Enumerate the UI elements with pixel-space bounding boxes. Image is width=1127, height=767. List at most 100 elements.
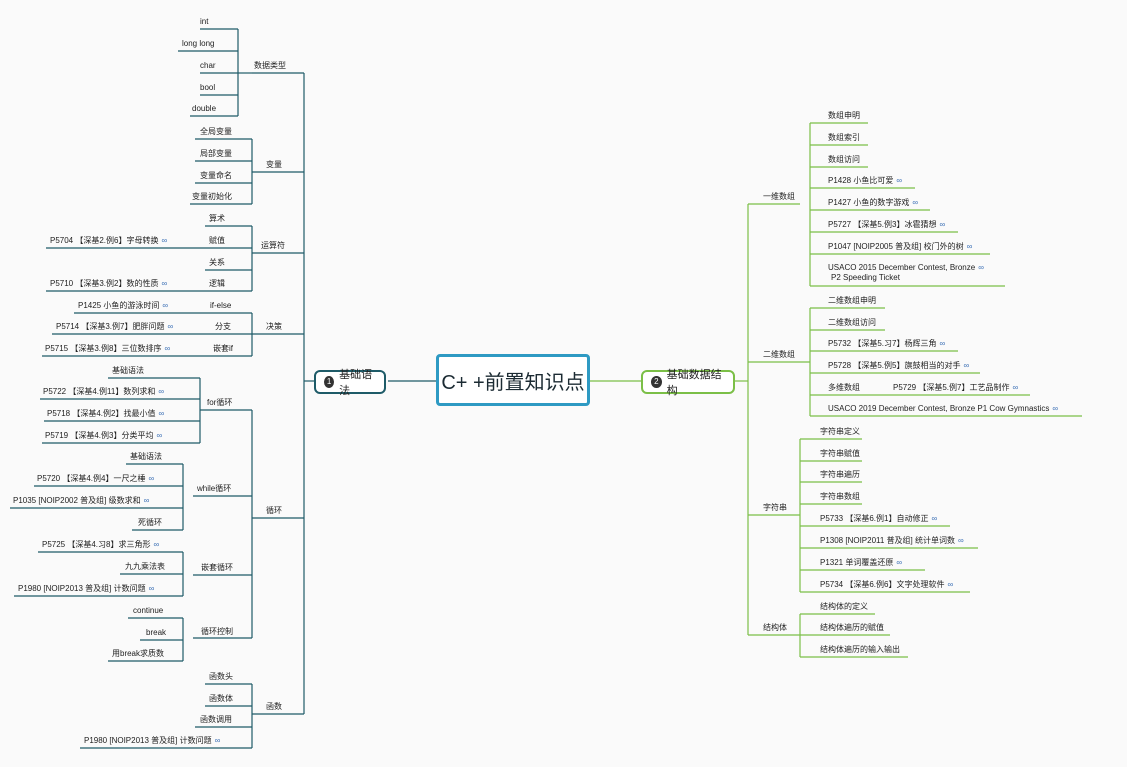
problem-link[interactable]: P5704 【深基2.例6】字母转换∞ [50,236,167,246]
problem-link[interactable]: P1428 小鱼比可爱∞ [828,176,902,186]
subtopic-array-index[interactable]: 数组索引 [828,133,860,142]
subtopic-nested-loop[interactable]: 嵌套循环 [201,563,233,572]
subtopic-bool[interactable]: bool [200,83,216,92]
subtopic-nested-if[interactable]: 嵌套if [213,344,233,353]
topic-1d-array[interactable]: 一维数组 [763,192,795,201]
subtopic-var-naming[interactable]: 变量命名 [200,171,232,180]
link-icon[interactable]: ∞ [161,279,168,288]
link-icon[interactable]: ∞ [167,322,174,331]
main-topic-data-structures[interactable]: 2 基础数据结构 [641,369,735,397]
subtopic-func-header[interactable]: 函数头 [209,672,233,681]
subtopic-double[interactable]: double [192,104,217,113]
problem-link[interactable]: P5727 【深基5.例3】冰雹猜想∞ [828,220,945,230]
link-icon[interactable]: ∞ [153,540,160,549]
subtopic-2d-declare[interactable]: 二维数组申明 [828,296,876,305]
problem-link[interactable]: P5719 【深基4.例3】分类平均∞ [45,431,162,441]
subtopic-multidim-array[interactable]: 多维数组 [828,383,860,392]
subtopic-struct-define[interactable]: 结构体的定义 [820,602,868,611]
link-icon[interactable]: ∞ [214,736,221,745]
link-icon[interactable]: ∞ [158,387,165,396]
link-icon[interactable]: ∞ [161,236,168,245]
subtopic-while-loop[interactable]: while循环 [197,484,232,493]
item-break[interactable]: break [146,628,167,637]
problem-link[interactable]: P5734 【深基6.例6】文字处理软件∞ [820,580,953,590]
problem-link[interactable]: P5728 【深基5.例5】旗鼓相当的对手∞ [828,361,969,371]
topic-2d-array[interactable]: 二维数组 [763,350,795,359]
problem-link[interactable]: P5722 【深基4.例11】数列求和∞ [43,387,164,397]
link-icon[interactable]: ∞ [931,514,938,523]
item-infinite-loop[interactable]: 死循环 [138,518,162,527]
problem-link[interactable]: P1980 [NOIP2013 普及组] 计数问题∞ [18,584,154,594]
problem-link[interactable]: P5725 【深基4.习8】求三角形∞ [42,540,159,550]
subtopic-char[interactable]: char [200,61,216,70]
link-icon[interactable]: ∞ [1012,383,1019,392]
item-break-primes[interactable]: 用break求质数 [112,649,165,658]
subtopic-string-define[interactable]: 字符串定义 [820,427,860,436]
subtopic-var-init[interactable]: 变量初始化 [192,192,232,201]
item-multiplication-table[interactable]: 九九乘法表 [125,562,165,571]
link-icon[interactable]: ∞ [912,198,919,207]
topic-decision[interactable]: 决策 [266,322,282,331]
link-icon[interactable]: ∞ [162,301,169,310]
subtopic-func-body[interactable]: 函数体 [209,694,233,703]
link-icon[interactable]: ∞ [896,558,903,567]
subtopic-local-var[interactable]: 局部变量 [200,149,232,158]
subtopic-assignment[interactable]: 赋值 [209,236,225,245]
problem-link[interactable]: USACO 2015 December Contest, Bronze∞ [828,263,984,273]
problem-link[interactable]: P5729 【深基5.例7】工艺品制作∞ [893,383,1018,393]
link-icon[interactable]: ∞ [947,580,954,589]
link-icon[interactable]: ∞ [958,536,964,545]
subtopic-if-else[interactable]: if-else [210,301,232,310]
link-icon[interactable]: ∞ [963,361,970,370]
link-icon[interactable]: ∞ [939,220,946,229]
problem-link[interactable]: P5733 【深基6.例1】自动修正∞ [820,514,937,524]
link-icon[interactable]: ∞ [978,263,984,272]
subtopic-relational[interactable]: 关系 [209,258,225,267]
link-icon[interactable]: ∞ [896,176,903,185]
item-continue[interactable]: continue [133,606,164,615]
subtopic-for-loop[interactable]: for循环 [207,398,233,407]
subtopic-long-long[interactable]: long long [182,39,215,48]
subtopic-switch[interactable]: 分支 [215,322,231,331]
subtopic-array-declare[interactable]: 数组申明 [828,111,860,120]
link-icon[interactable]: ∞ [939,339,946,348]
central-topic[interactable]: C+ +前置知识点 [436,354,590,406]
topic-functions[interactable]: 函数 [266,702,282,711]
link-icon[interactable]: ∞ [148,474,155,483]
problem-link[interactable]: P1980 [NOIP2013 普及组] 计数问题∞ [84,736,220,746]
link-icon[interactable]: ∞ [164,344,171,353]
topic-operators[interactable]: 运算符 [261,241,285,250]
problem-link[interactable]: P1047 [NOIP2005 普及组] 校门外的树∞ [828,242,972,252]
topic-loops[interactable]: 循环 [266,506,282,515]
problem-link[interactable]: P1035 [NOIP2002 普及组] 级数求和∞ [13,496,149,506]
subtopic-string-traverse[interactable]: 字符串遍历 [820,470,860,479]
subtopic-loop-control[interactable]: 循环控制 [201,627,233,636]
item-basic-syntax[interactable]: 基础语法 [112,366,144,375]
subtopic-2d-access[interactable]: 二维数组访问 [828,318,876,327]
subtopic-int[interactable]: int [200,17,209,26]
problem-link[interactable]: P5714 【深基3.例7】肥胖问题∞ [56,322,173,332]
problem-link[interactable]: P5710 【深基3.例2】数的性质∞ [50,279,167,289]
topic-string[interactable]: 字符串 [763,503,787,512]
problem-link[interactable]: P5732 【深基5.习7】杨辉三角∞ [828,339,945,349]
link-icon[interactable]: ∞ [966,242,973,251]
subtopic-arithmetic[interactable]: 算术 [209,214,225,223]
item-basic-syntax[interactable]: 基础语法 [130,452,162,461]
link-icon[interactable]: ∞ [1052,404,1059,413]
subtopic-struct-io[interactable]: 结构体遍历的输入输出 [820,645,900,654]
problem-link[interactable]: USACO 2019 December Contest, Bronze P1 C… [828,404,1058,414]
problem-link[interactable]: P5720 【深基4.例4】一尺之棰∞ [37,474,154,484]
subtopic-func-call[interactable]: 函数调用 [200,715,232,724]
subtopic-logical[interactable]: 逻辑 [209,279,225,288]
topic-variables[interactable]: 变量 [266,160,282,169]
subtopic-global-var[interactable]: 全局变量 [200,127,232,136]
topic-struct[interactable]: 结构体 [763,623,787,632]
subtopic-array-access[interactable]: 数组访问 [828,155,860,164]
subtopic-string-array[interactable]: 字符串数组 [820,492,860,501]
link-icon[interactable]: ∞ [143,496,150,505]
problem-link[interactable]: P1321 单词覆盖还原∞ [820,558,902,568]
problem-link[interactable]: P5715 【深基3.例8】三位数排序∞ [45,344,170,354]
problem-link[interactable]: P1308 [NOIP2011 普及组] 统计单词数∞ [820,536,964,546]
subtopic-struct-assign[interactable]: 结构体遍历的赋值 [820,623,884,632]
link-icon[interactable]: ∞ [158,409,165,418]
